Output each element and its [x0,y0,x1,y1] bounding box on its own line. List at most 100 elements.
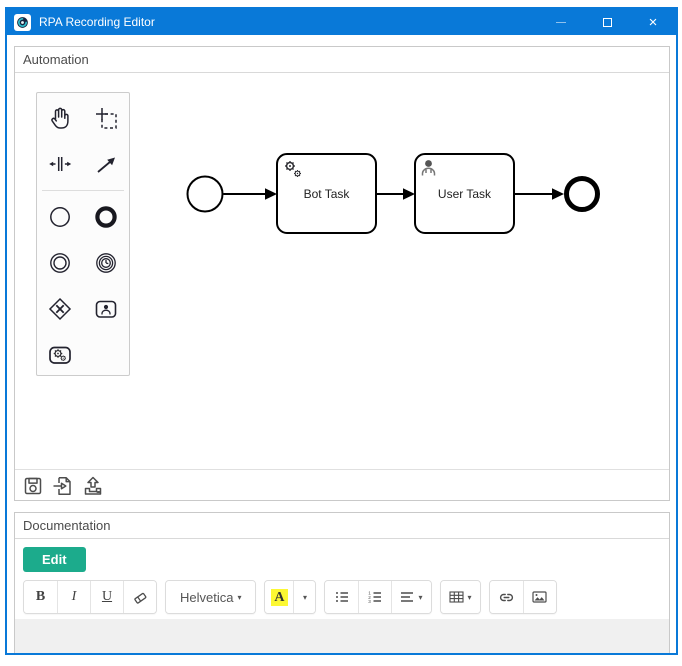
insert-image-button[interactable] [522,581,556,613]
user-task-icon [95,300,117,318]
import-button[interactable] [50,473,76,499]
documentation-panel-title: Documentation [15,513,669,539]
svg-text:3: 3 [369,599,372,604]
table-group: ▾ [439,580,481,614]
font-color-icon: A [271,588,288,606]
export-icon [84,476,102,495]
global-connect-tool[interactable] [83,141,129,187]
edit-row: Edit [15,539,669,578]
font-color-button[interactable]: A [265,581,294,613]
space-tool[interactable] [37,141,83,187]
end-event-icon [95,206,117,228]
maximize-button[interactable] [584,9,630,35]
save-button[interactable] [20,473,46,499]
minimize-icon [556,21,566,23]
paragraph-group: 1 2 3 ▾ [324,580,432,614]
create-gateway[interactable] [37,286,83,332]
ordered-list-button[interactable]: 1 2 3 [358,581,392,613]
picture-icon [532,591,547,603]
eraser-icon [133,592,146,604]
automation-panel-title: Automation [15,47,669,73]
table-dropdown[interactable]: ▾ [440,581,480,613]
create-start-event[interactable] [37,194,83,240]
chevron-down-icon: ▾ [467,592,472,602]
minimize-button[interactable] [538,9,584,35]
lasso-tool-icon [96,108,117,129]
close-icon: × [648,13,658,31]
paragraph-align-dropdown[interactable]: ▾ [391,581,431,613]
create-user-task[interactable] [83,286,129,332]
font-style-group: B I U [23,580,157,614]
user-task-label: User Task [438,187,492,201]
create-intermediate-catch-event[interactable] [83,240,129,286]
hand-tool[interactable] [37,95,83,141]
link-icon [499,593,513,601]
create-intermediate-event[interactable] [37,240,83,286]
svg-text:2: 2 [369,595,372,600]
start-event-icon [50,207,70,227]
underline-icon: U [101,589,113,604]
create-end-event[interactable] [83,194,129,240]
rpa-recording-editor-window: RPA Recording Editor × Automation [5,7,678,655]
sequence-flow[interactable] [223,188,278,200]
intermediate-event-icon [50,253,70,273]
italic-button[interactable]: I [57,581,90,613]
font-color-group: A ▾ [264,580,317,614]
window-title: RPA Recording Editor [39,15,155,29]
palette-separator [42,190,124,191]
gateway-icon [48,297,72,321]
svg-text:1: 1 [369,591,372,596]
chevron-down-icon: ▾ [237,592,242,602]
bot-task-icon [49,346,71,364]
richtext-toolbar: B I U Helvetica [15,580,669,614]
user-icon [421,160,436,176]
font-color-dropdown[interactable]: ▾ [293,581,316,613]
start-event-shape[interactable] [186,175,224,213]
create-bot-task[interactable] [37,332,83,378]
close-button[interactable]: × [630,9,676,35]
connect-tool-icon [97,157,115,173]
sequence-flow[interactable] [376,188,415,200]
font-name-group: Helvetica ▾ [165,580,257,614]
insert-group [488,580,557,614]
paragraph-align-icon [401,592,414,602]
insert-link-button[interactable] [489,581,523,613]
documentation-panel: Documentation Edit B I U [14,512,670,653]
automation-actions-toolbar [15,469,669,501]
export-button[interactable] [80,473,106,499]
unordered-list-icon [335,592,348,602]
chevron-down-icon: ▾ [418,592,423,602]
hand-tool-icon [51,107,69,129]
italic-icon: I [71,589,77,604]
table-icon [448,591,464,603]
documentation-text-area [15,619,669,653]
end-event-shape[interactable] [564,176,600,212]
bpmn-canvas[interactable]: Bot Task [15,73,669,469]
bpmn-diagram: Bot Task [186,153,600,234]
bot-task-shape[interactable]: Bot Task [276,153,377,234]
font-family-dropdown[interactable]: Helvetica ▾ [166,581,256,613]
user-task-shape[interactable]: User Task [414,153,515,234]
import-icon [53,476,71,495]
tool-palette [36,92,130,376]
titlebar: RPA Recording Editor × [7,9,676,35]
bold-icon: B [35,589,46,604]
font-name-label: Helvetica [180,589,234,605]
window-content: Automation Bot Task [7,35,676,653]
ordered-list-icon: 1 2 3 [369,591,382,604]
space-tool-icon [49,157,72,171]
sequence-flow[interactable] [514,188,564,200]
app-logo-icon [14,13,31,31]
underline-button[interactable]: U [90,581,123,613]
unordered-list-button[interactable] [325,581,359,613]
bold-button[interactable]: B [24,581,57,613]
edit-button[interactable]: Edit [23,547,86,572]
chevron-down-icon: ▾ [302,592,307,602]
bot-task-label: Bot Task [304,187,351,201]
automation-panel: Automation Bot Task [14,46,670,501]
maximize-icon [602,17,612,27]
lasso-tool[interactable] [83,95,129,141]
save-icon [24,477,42,494]
intermediate-catch-event-icon [96,253,116,273]
clear-format-button[interactable] [123,581,156,613]
